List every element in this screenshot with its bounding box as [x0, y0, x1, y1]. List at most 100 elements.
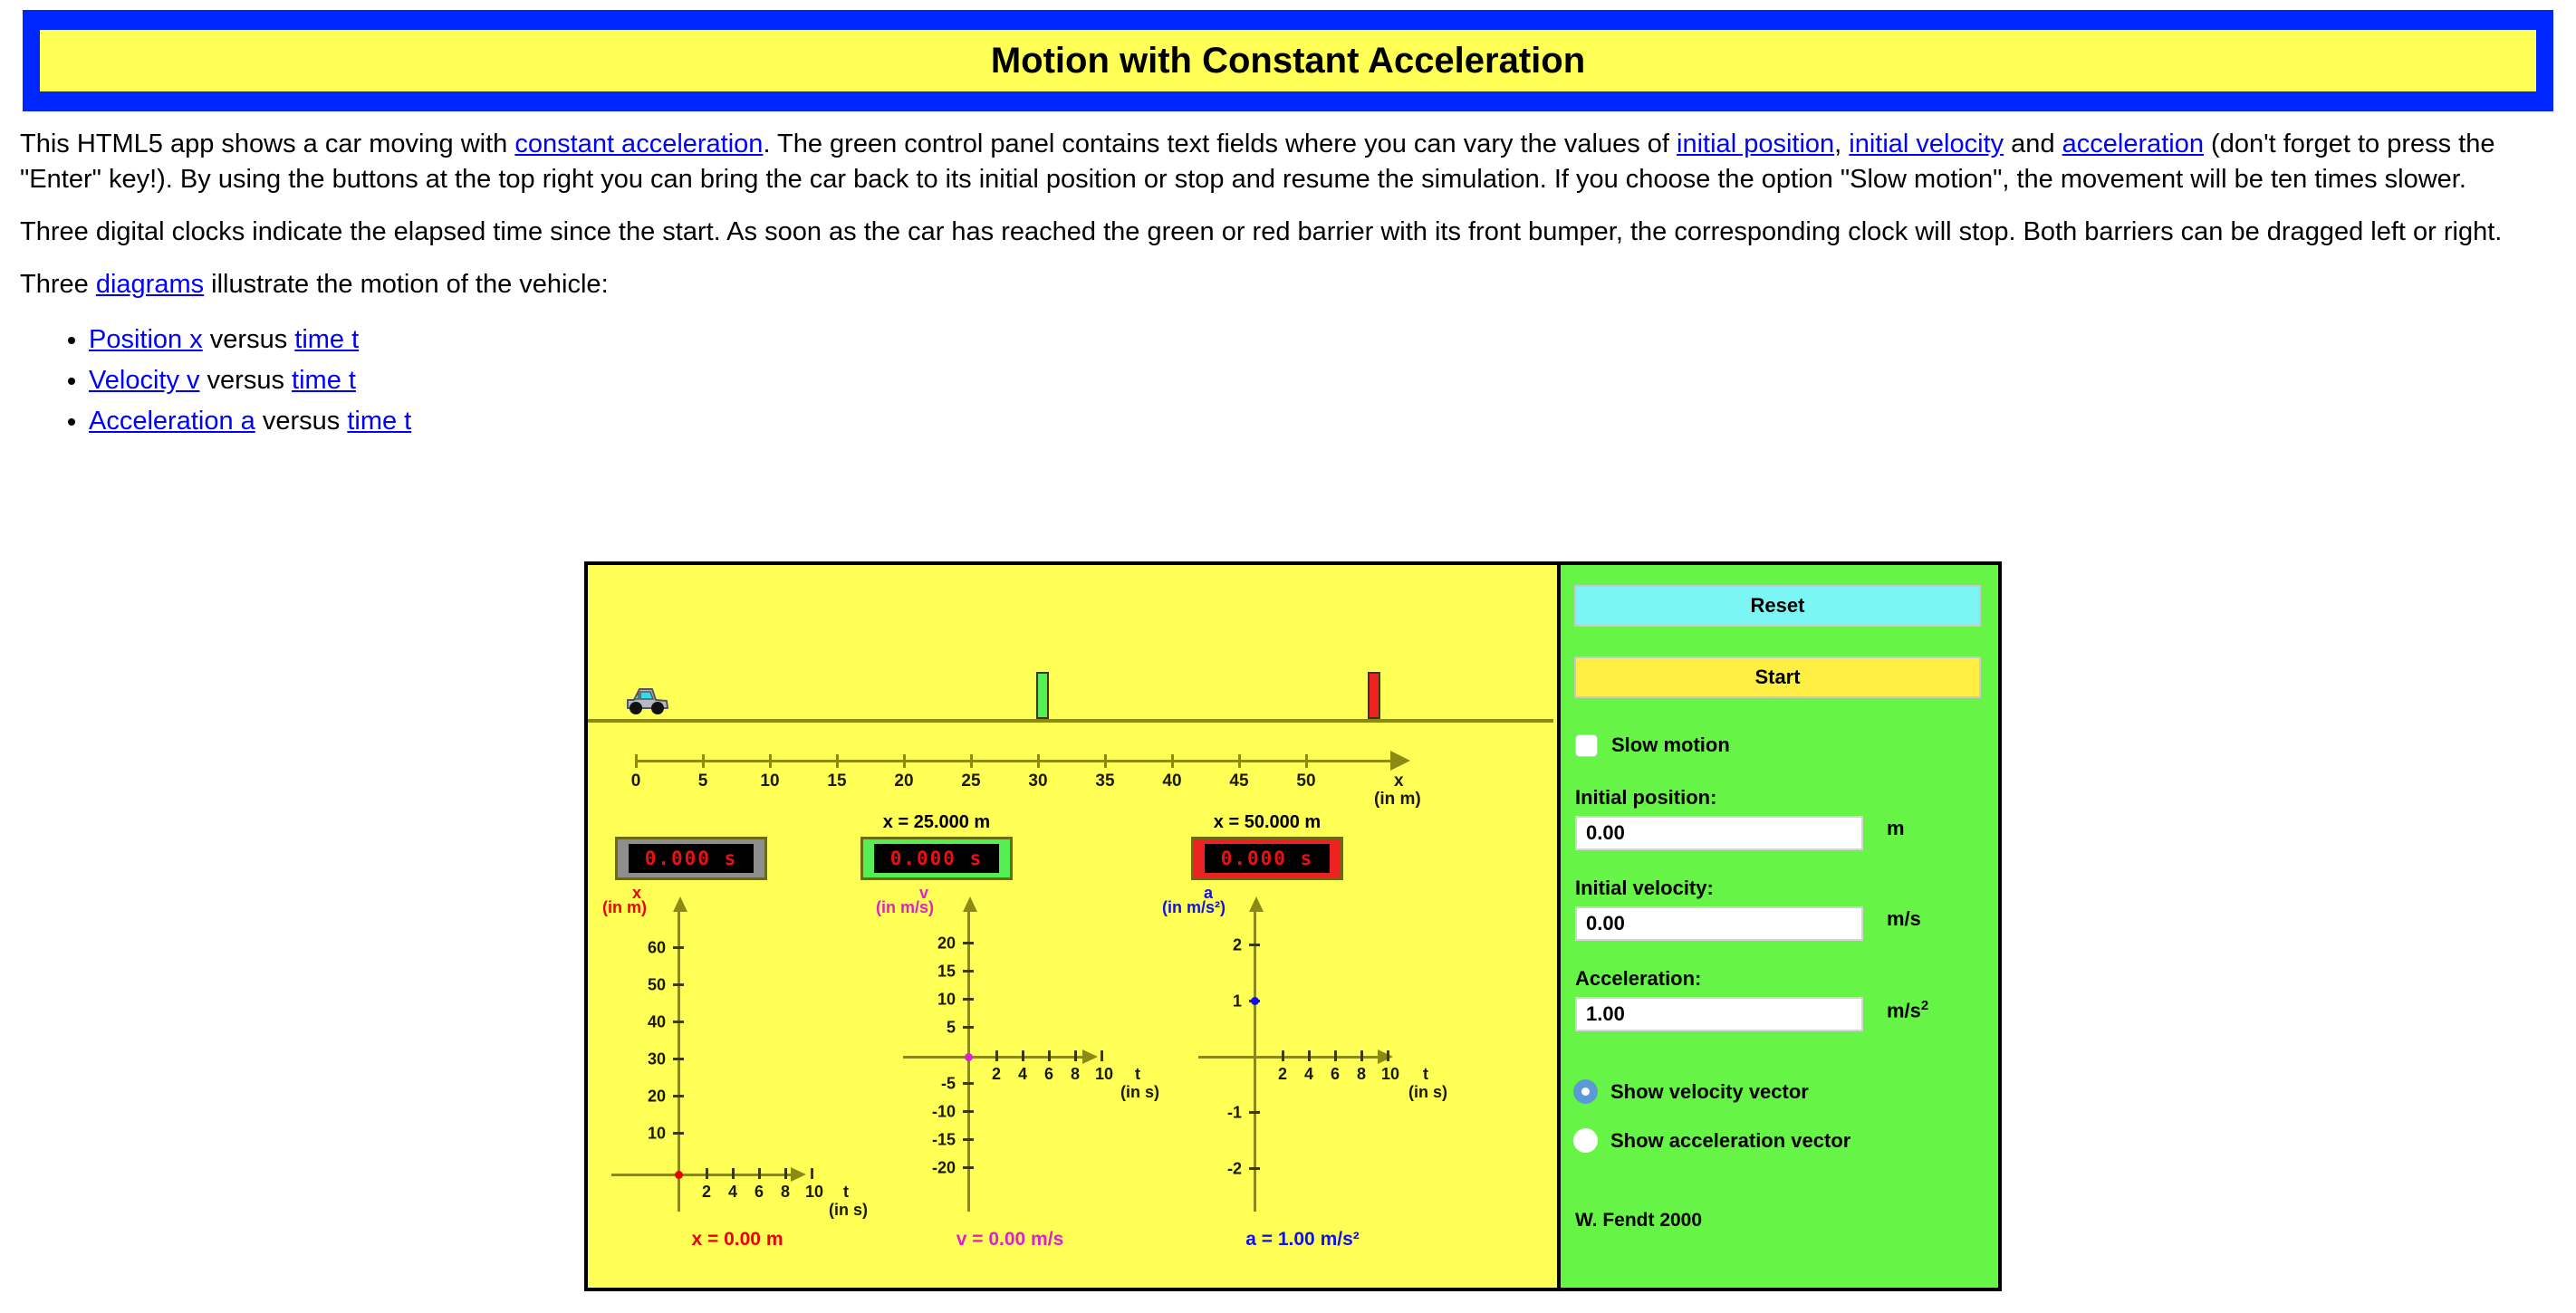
link-constant-acceleration[interactable]: constant acceleration	[514, 129, 764, 158]
link-initial-position[interactable]: initial position	[1677, 129, 1835, 158]
chart-y-tick	[1249, 944, 1260, 946]
acceleration-input[interactable]: 1.00	[1575, 997, 1863, 1031]
link-acceleration-a[interactable]: Acceleration a	[89, 407, 255, 436]
chart-y-tick-label: 1	[1232, 992, 1242, 1011]
chart-y-tick-label: 5	[946, 1018, 956, 1037]
red-barrier[interactable]	[1368, 672, 1380, 719]
chart-y-tick	[963, 942, 974, 944]
chart-x-tick-label: 8	[780, 1183, 791, 1201]
chart-x-tick-label: 8	[1070, 1065, 1081, 1083]
p1-text-e: (don't forget to press the "Enter" key!)…	[20, 129, 2495, 194]
show-velocity-vector-radio[interactable]	[1573, 1079, 1598, 1104]
position-axis-arrow-icon	[1390, 751, 1410, 771]
chart-x-tick-label: 6	[1330, 1065, 1341, 1083]
chart-y-tick-label: -15	[931, 1130, 956, 1149]
chart-x-tick-label: 6	[1043, 1065, 1054, 1083]
start-button[interactable]: Start	[1574, 656, 1981, 698]
chart-x-tick-label: 10	[1380, 1065, 1400, 1083]
chart-y-tick	[673, 1058, 684, 1060]
p1-text-c: ,	[1834, 129, 1850, 158]
x-tick-label: 50	[1296, 772, 1316, 791]
chart-x-tick-label: 2	[1277, 1065, 1288, 1083]
paragraph-1: This HTML5 app shows a car moving with c…	[20, 127, 2556, 197]
acceleration-unit: m/s2	[1887, 998, 1929, 1022]
chart-x-tick-label: 8	[1356, 1065, 1367, 1083]
chart-x-tick	[1048, 1050, 1051, 1061]
x-tick-label: 35	[1095, 772, 1115, 791]
clock-bezel: 0.000 s	[860, 837, 1013, 880]
chart-x-tick	[1334, 1050, 1337, 1061]
x-tick	[836, 754, 839, 768]
chart-y-tick-label: 40	[647, 1012, 666, 1031]
chart-y-tick-label: -20	[931, 1158, 956, 1177]
chart-y-tick	[673, 946, 684, 949]
chart-y-tick-label: 20	[937, 934, 956, 953]
x-tick-label: 5	[697, 772, 708, 791]
chart-x-axis-unit: (in s)	[1120, 1083, 1159, 1101]
clock-total: 0.000 s	[615, 837, 767, 880]
chart-x-axis-name: t	[1135, 1065, 1140, 1083]
link-initial-velocity[interactable]: initial velocity	[1849, 129, 2004, 158]
green-barrier[interactable]	[1036, 672, 1049, 719]
x-tick-label: 20	[894, 772, 914, 791]
chart-y-tick-label: 30	[647, 1049, 666, 1069]
show-velocity-vector-row[interactable]: Show velocity vector	[1573, 1079, 1809, 1104]
chart-y-tick	[963, 1026, 974, 1029]
clock-screen: 0.000 s	[874, 844, 999, 873]
x-tick	[1171, 754, 1174, 768]
acceleration-unit-exponent: 2	[1920, 998, 1929, 1013]
slow-motion-checkbox[interactable]	[1575, 733, 1598, 757]
p1-text-a: This HTML5 app shows a car moving with	[20, 129, 515, 158]
link-time-t-1[interactable]: time t	[294, 325, 360, 354]
p3-text-a: Three	[20, 270, 96, 299]
chart-x-axis-unit: (in s)	[1408, 1083, 1447, 1101]
show-velocity-vector-label: Show velocity vector	[1610, 1079, 1809, 1103]
initial-position-unit: m	[1887, 817, 1905, 839]
chart-y-axis	[1254, 911, 1256, 1212]
diagram-list: Position x versus time t Velocity v vers…	[20, 320, 2556, 442]
title-banner: Motion with Constant Acceleration	[23, 10, 2553, 111]
chart-y-tick	[673, 1021, 684, 1023]
chart-y-axis	[967, 911, 970, 1212]
initial-velocity-input[interactable]: 0.00	[1575, 906, 1863, 941]
x-tick	[1305, 754, 1308, 768]
x-tick-label: 25	[961, 772, 981, 791]
chart-y-unit: (in m/s)	[876, 898, 935, 916]
x-tick-label: 15	[827, 772, 847, 791]
chart-x-tick	[1282, 1050, 1284, 1061]
chart-x-axis	[1198, 1056, 1379, 1059]
link-diagrams[interactable]: diagrams	[95, 270, 205, 299]
chart-y-tick-label: 15	[937, 962, 956, 981]
chart-y-tick	[1249, 1111, 1260, 1114]
chart-y-tick	[1249, 1167, 1260, 1170]
chart-y-tick-label: -5	[940, 1074, 956, 1093]
link-time-t-2[interactable]: time t	[292, 366, 356, 395]
chart-y-unit: (in m)	[602, 898, 647, 916]
chart-y-title: x	[632, 884, 642, 902]
acceleration-label: Acceleration:	[1575, 967, 1702, 990]
slow-motion-row[interactable]: Slow motion	[1575, 733, 1730, 757]
show-acceleration-vector-label: Show acceleration vector	[1610, 1128, 1851, 1152]
readout-position: x = 0.00 m	[691, 1229, 783, 1250]
chart-x-tick	[1022, 1050, 1024, 1061]
initial-position-input[interactable]: 0.00	[1575, 816, 1863, 850]
show-acceleration-vector-radio[interactable]	[1573, 1128, 1598, 1153]
link-velocity-v[interactable]: Velocity v	[89, 366, 200, 395]
chart-y-tick	[963, 1138, 974, 1141]
link-acceleration[interactable]: acceleration	[2062, 129, 2204, 158]
link-position-x[interactable]: Position x	[89, 325, 203, 354]
reset-button[interactable]: Reset	[1574, 585, 1981, 627]
x-tick	[1104, 754, 1107, 768]
chart-y-tick	[673, 983, 684, 986]
show-acceleration-vector-row[interactable]: Show acceleration vector	[1573, 1128, 1850, 1153]
link-time-t-3[interactable]: time t	[347, 407, 412, 436]
chart-y-tick-label: -1	[1226, 1103, 1242, 1122]
chart-x-tick	[1308, 1050, 1311, 1061]
chart-acceleration-vs-time: a (in m/s²) 2 1 -1 -2	[1160, 884, 1468, 1248]
chart-x-tick	[811, 1168, 813, 1179]
chart-y-tick-label: 50	[647, 975, 666, 994]
car-icon[interactable]	[622, 681, 671, 719]
chart-y-tick-label: 10	[647, 1124, 666, 1143]
chart-x-tick	[1387, 1050, 1389, 1061]
